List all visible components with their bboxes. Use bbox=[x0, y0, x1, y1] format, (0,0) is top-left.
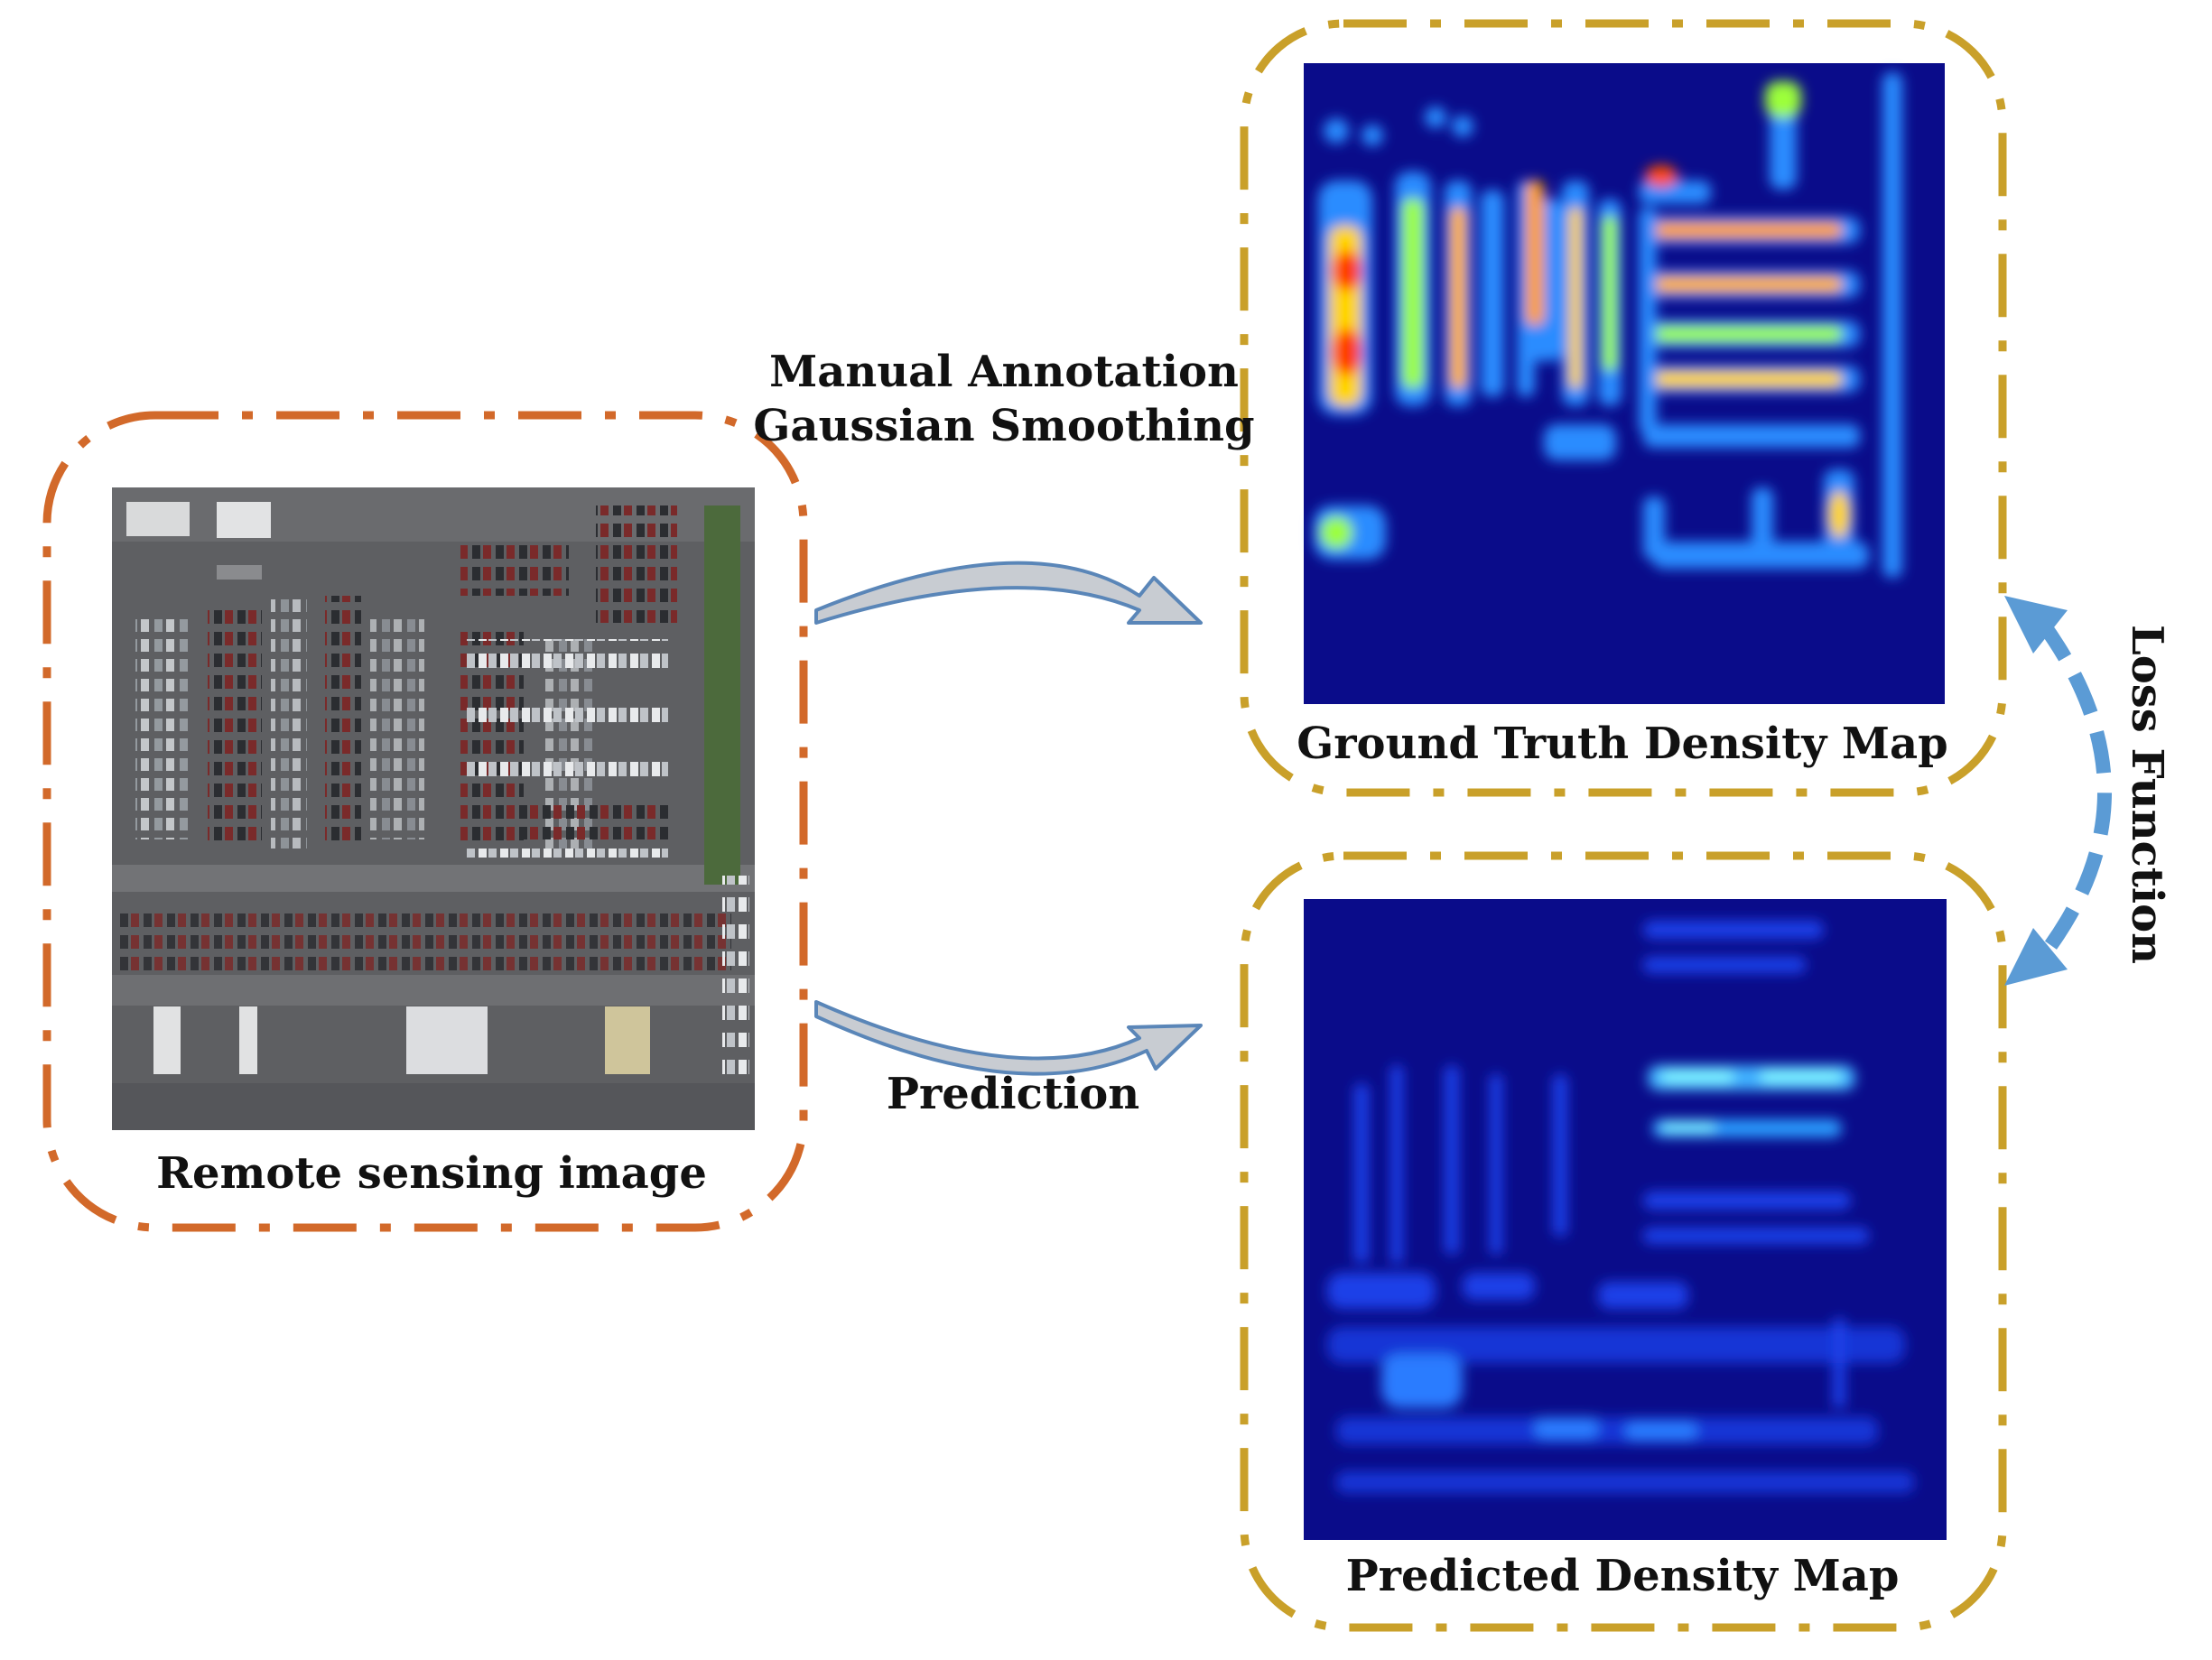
ground-truth-label: Ground Truth Density Map bbox=[1297, 719, 1947, 769]
predicted-density-map bbox=[1304, 899, 1947, 1540]
ground-truth-frame bbox=[1240, 19, 2007, 797]
prediction-arrow bbox=[814, 1000, 1203, 1076]
loss-arrowhead-up bbox=[2004, 596, 2068, 654]
aerial-parking-lot-image bbox=[112, 487, 755, 1130]
loss-arc bbox=[2036, 618, 2112, 961]
annotation-label-line2: Gaussian Smoothing bbox=[753, 401, 1254, 451]
annotation-label-line1: Manual Annotation bbox=[769, 347, 1239, 397]
predicted-frame bbox=[1240, 851, 2007, 1632]
predicted-label: Predicted Density Map bbox=[1346, 1551, 1900, 1601]
loss-label: Loss Function bbox=[2122, 625, 2172, 964]
remote-sensing-label: Remote sensing image bbox=[156, 1148, 707, 1199]
loss-arrowhead-down bbox=[2004, 928, 2068, 986]
prediction-label: Prediction bbox=[887, 1069, 1139, 1119]
annotation-arrow bbox=[814, 561, 1203, 625]
ground-truth-density-map bbox=[1304, 63, 1945, 704]
remote-sensing-frame bbox=[42, 411, 808, 1232]
